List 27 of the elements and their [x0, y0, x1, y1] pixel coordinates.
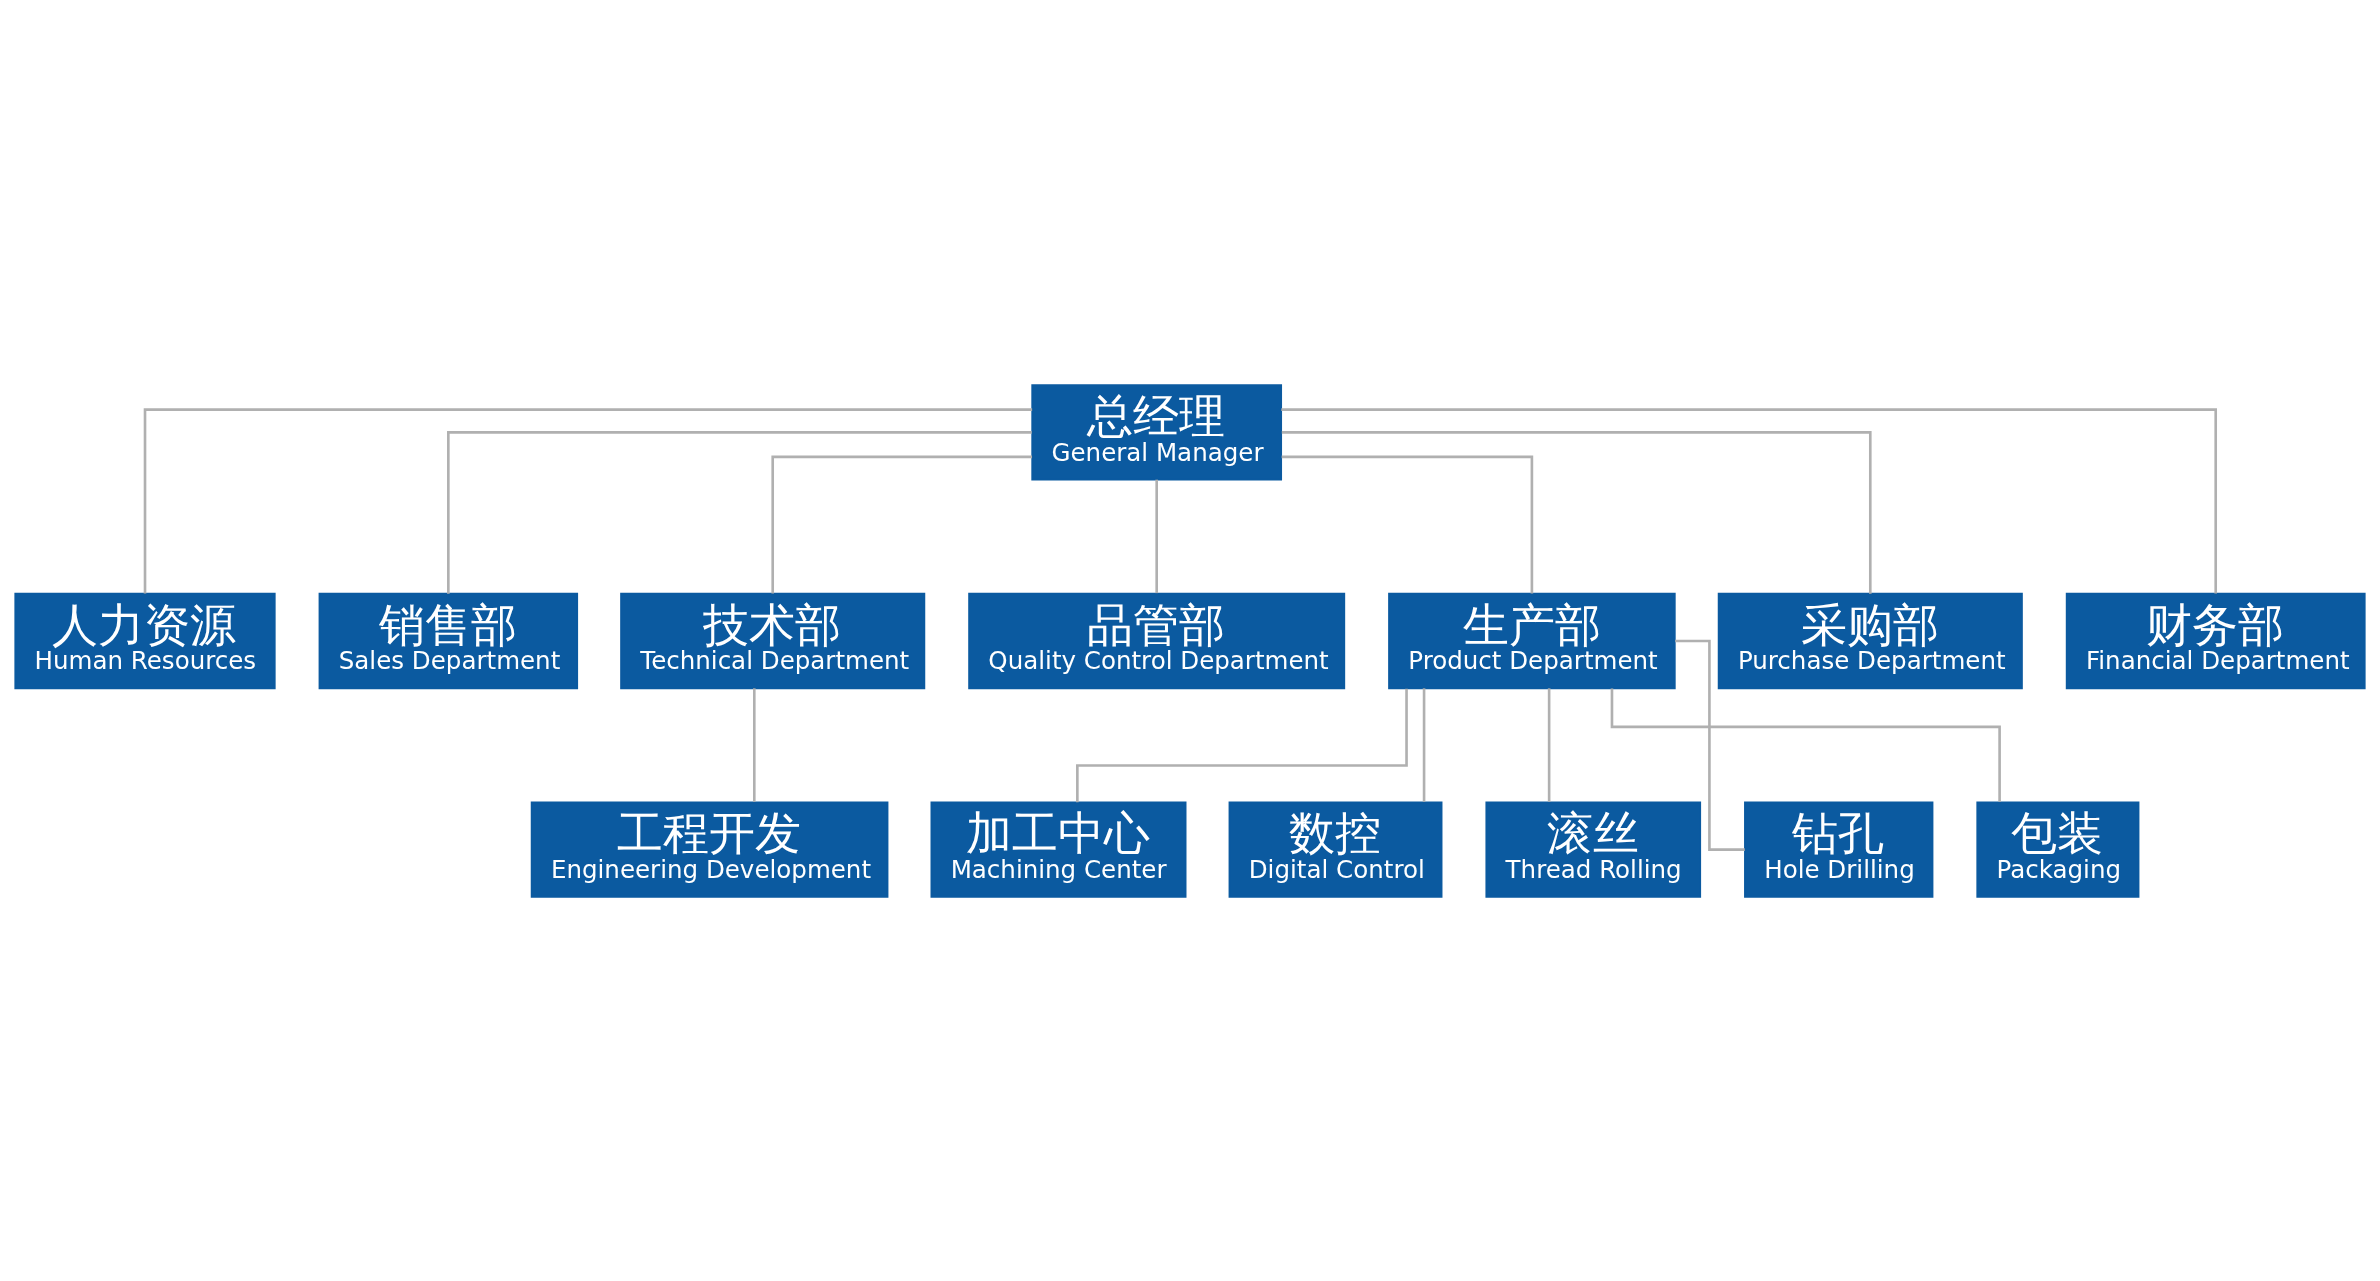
node-box: 数控 Digital Control — [1228, 800, 1443, 898]
node-box: 采购部 Purchase Department — [1717, 592, 2023, 689]
node-box: 工程开发 Engineering Development — [530, 800, 889, 898]
connector — [1422, 687, 1426, 802]
connector — [447, 430, 1032, 594]
node-box: 人力资源 Human Resources — [14, 592, 276, 689]
node-box: 品管部 Quality Control Department — [968, 592, 1346, 689]
node-box: 生产部 Product Department — [1388, 592, 1676, 689]
connector — [1281, 407, 2217, 594]
connector — [1281, 430, 1872, 594]
node-box: 钻孔 Hole Drilling — [1744, 800, 1934, 898]
connector — [1076, 688, 1408, 802]
node-box: 财务部 Financial Department — [2065, 592, 2366, 689]
connector — [143, 407, 1033, 594]
connector — [753, 687, 756, 802]
node-box: 总经理 General Manager — [1031, 383, 1283, 481]
connector — [1155, 479, 1158, 593]
connector — [1281, 455, 1534, 594]
connector — [771, 455, 1032, 594]
node-box: 销售部 Sales Department — [318, 592, 579, 689]
connector — [1547, 687, 1551, 802]
node-box: 加工中心 Machining Center — [930, 800, 1187, 898]
connector — [1675, 639, 1745, 851]
node-box: 滚丝 Thread Rolling — [1485, 800, 1702, 898]
connector — [1610, 688, 2001, 802]
node-box: 包装 Packaging — [1976, 800, 2140, 898]
node-box: 技术部 Technical Department — [620, 592, 926, 689]
